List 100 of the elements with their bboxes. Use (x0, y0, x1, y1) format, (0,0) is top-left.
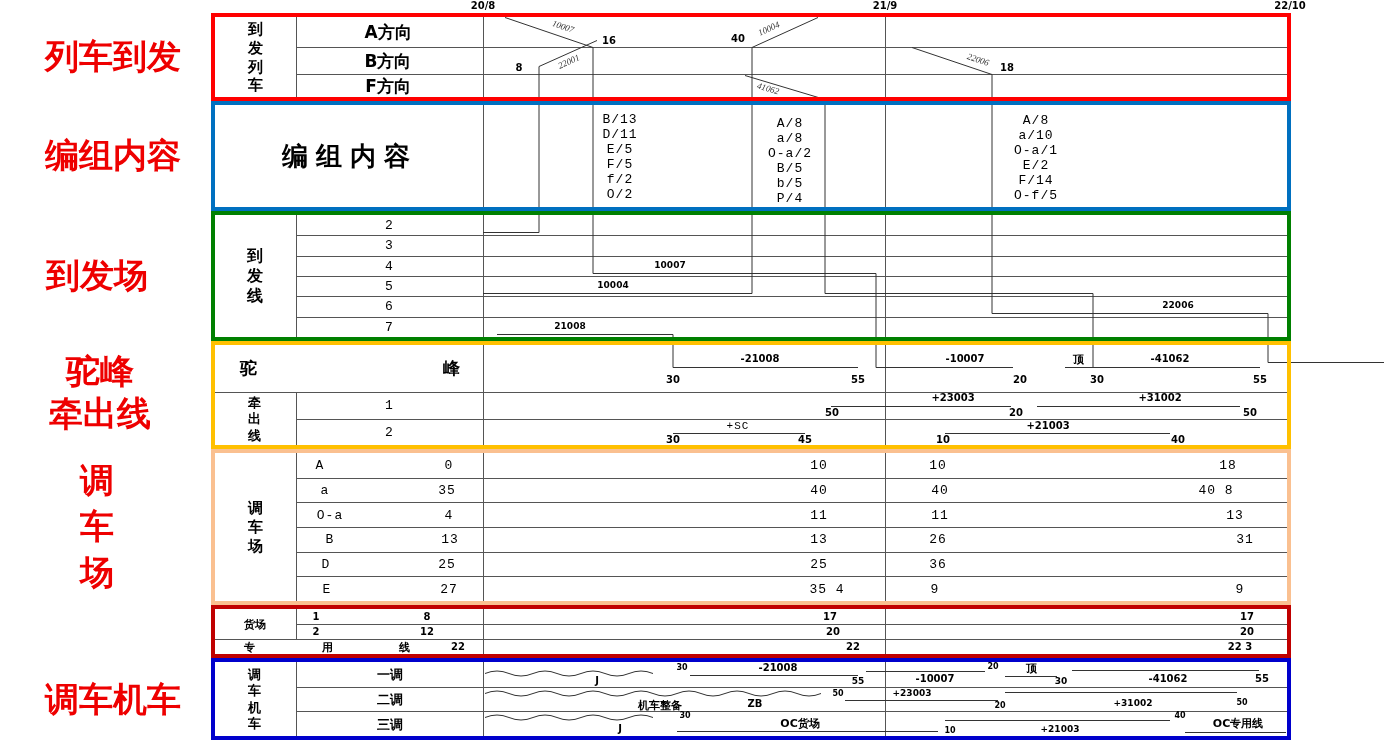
train-number: -10007 (945, 354, 985, 364)
row-header: F方向 (365, 77, 411, 95)
composition-entry: P/4 (776, 191, 804, 205)
track-number: 2 (385, 425, 393, 439)
section-heading: 到发场 (46, 256, 148, 296)
track-number: 3 (385, 238, 393, 252)
train-number: 41062 (755, 81, 781, 97)
row-header: 调车机车 (248, 666, 262, 732)
train-number: 22001 (556, 53, 582, 71)
composition-entry: E/5 (606, 142, 634, 156)
composition-entry: O-a/1 (1014, 143, 1058, 157)
car-count: 9 (930, 582, 940, 596)
row-header: 编组内容 (282, 143, 418, 169)
track-number: 7 (385, 320, 393, 334)
train-number: -21008 (758, 663, 798, 673)
car-count: 10 (810, 458, 828, 472)
car-count: 22 3 (1227, 642, 1253, 652)
composition-entry: E/2 (1022, 158, 1050, 172)
row-header: 到发线 (246, 246, 264, 306)
section-heading: 编组内容 (45, 136, 181, 176)
train-number: 22006 (1162, 300, 1194, 310)
minute-mark: 10 (936, 435, 950, 445)
minute-mark: 30 (666, 435, 680, 445)
train-number: +21003 (1026, 421, 1070, 431)
row-header: A方向 (364, 23, 412, 41)
train-number: 21008 (554, 321, 586, 331)
track-number: 2 (385, 218, 393, 232)
composition-entry: F/14 (1018, 173, 1054, 187)
train-number: +31002 (1138, 393, 1182, 403)
train-number: +31002 (1113, 698, 1153, 708)
car-count: 17 (823, 612, 837, 622)
minute-mark: 8 (515, 63, 523, 73)
minute-mark: 30 (1090, 375, 1104, 385)
track-code: A (315, 458, 325, 472)
row-header: 一调 (377, 667, 403, 681)
car-count: 26 (929, 532, 947, 546)
operation-note: +SC (726, 420, 750, 432)
minute-mark: 40 (1171, 435, 1185, 445)
operation-note: 机车整备 (638, 699, 682, 711)
composition-entry: O-a/2 (768, 146, 812, 160)
time-axis-label: 22/10 (1274, 1, 1306, 11)
section-heading: 列车到发 (45, 37, 181, 77)
minute-mark: 30 (676, 664, 688, 672)
composition-entry: b/5 (776, 176, 804, 190)
row-header: 二调 (377, 692, 403, 706)
minute-mark: 50 (832, 690, 844, 698)
train-number: +23003 (931, 393, 975, 403)
minute-mark: 55 (851, 375, 865, 385)
car-count: 10 (929, 458, 947, 472)
minute-mark: 40 (731, 34, 745, 44)
row-header: 三调 (377, 717, 403, 731)
minute-mark: 30 (666, 375, 680, 385)
minute-mark: 16 (602, 36, 616, 46)
car-count: 13 (1226, 508, 1244, 522)
car-count: 13 (441, 532, 459, 546)
track-code: D (321, 557, 331, 571)
composition-entry: F/5 (606, 157, 634, 171)
composition-entry: B/5 (776, 161, 804, 175)
car-count: 13 (810, 532, 828, 546)
car-count: 11 (810, 508, 828, 522)
minute-mark: 18 (1000, 63, 1014, 73)
composition-entry: f/2 (606, 172, 634, 186)
composition-entry: A/8 (1022, 113, 1050, 127)
row-header: B方向 (364, 52, 412, 70)
minute-mark: 55 (1255, 674, 1269, 684)
car-count: 11 (931, 508, 949, 522)
track-number: 1 (385, 398, 393, 412)
car-count: 8 (423, 612, 431, 622)
composition-entry: O/2 (606, 187, 634, 201)
track-number: 5 (385, 279, 393, 293)
car-count: 25 (438, 557, 456, 571)
minute-mark: 50 (1236, 699, 1248, 707)
section-heading: 驼峰 (66, 352, 134, 392)
minute-mark: 20 (987, 663, 999, 671)
train-number: 10007 (654, 260, 686, 270)
track-code: a (320, 483, 330, 497)
car-count: 9 (1235, 582, 1245, 596)
car-count: 31 (1236, 532, 1254, 546)
car-count: 40 (931, 483, 949, 497)
minute-mark: 45 (798, 435, 812, 445)
time-axis-label: 21/9 (872, 1, 898, 11)
row-header: 牵出线 (248, 394, 262, 444)
track-number: 2 (312, 627, 320, 637)
car-count: 27 (440, 582, 458, 596)
car-count: 0 (444, 458, 454, 472)
track-number: 6 (385, 299, 393, 313)
track-number: 1 (312, 612, 320, 622)
composition-entry: a/10 (1018, 128, 1054, 142)
minute-mark: 30 (679, 712, 691, 720)
minute-mark: 30 (1054, 676, 1068, 686)
car-count: 36 (929, 557, 947, 571)
operation-note: OC专用线 (1212, 717, 1264, 729)
train-number: -41062 (1148, 674, 1188, 684)
minute-mark: 50 (825, 408, 839, 418)
train-number: 10004 (597, 280, 629, 290)
car-count: 20 (826, 627, 840, 637)
track-code: E (322, 582, 332, 596)
car-count: 35 (438, 483, 456, 497)
operation-note: J (595, 676, 599, 686)
section-heading: 调车场 (79, 459, 115, 594)
